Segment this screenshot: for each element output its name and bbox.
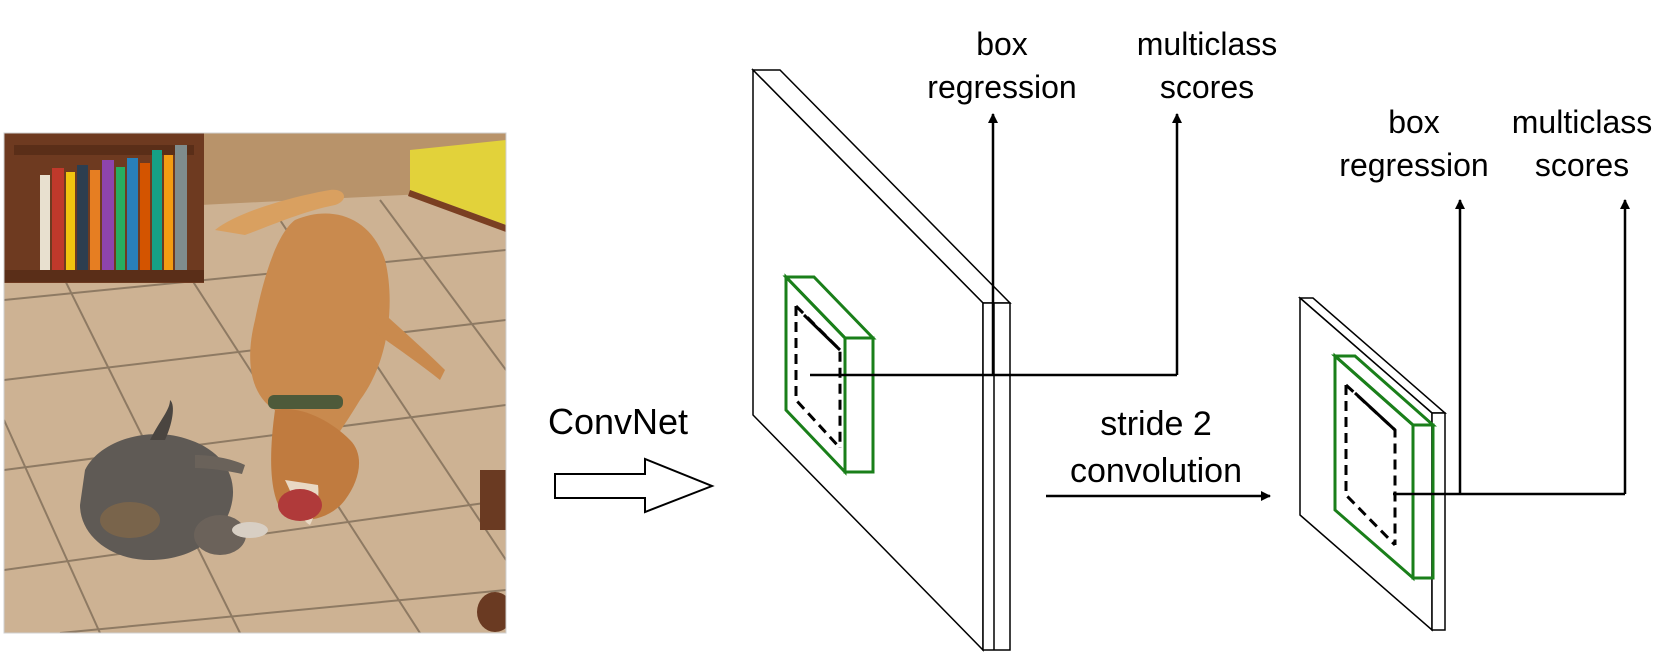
convnet-label: ConvNet <box>548 401 688 442</box>
level1-scores-label-line2: scores <box>1160 69 1254 105</box>
stride-label-line2: convolution <box>1070 452 1242 490</box>
bookshelf <box>4 133 204 283</box>
level2-box-label-line2: regression <box>1339 147 1488 183</box>
level1-box-label-line2: regression <box>927 69 1076 105</box>
anchor-box-2 <box>1331 352 1437 582</box>
default-box-1-edge <box>802 313 842 352</box>
yellow-cushion <box>410 140 506 225</box>
level1-scores-label-line1: multiclass <box>1137 26 1277 62</box>
convnet-arrow <box>554 457 715 514</box>
level1-connections <box>810 113 1182 377</box>
feature-map-2 <box>1297 296 1448 632</box>
level2-scores-label-line2: scores <box>1535 147 1629 183</box>
level2-scores-label-line1: multiclass <box>1512 104 1652 140</box>
dog <box>215 189 445 525</box>
level1-box-label-line1: box <box>976 26 1028 62</box>
feature-map-1 <box>751 68 1012 652</box>
default-box-2-edge <box>1353 391 1397 432</box>
anchor-box-1 <box>782 273 877 476</box>
stride-label-line1: stride 2 <box>1100 405 1212 443</box>
level2-box-label-line1: box <box>1388 104 1440 140</box>
input-photo <box>4 133 506 633</box>
level2-connections <box>1393 199 1630 496</box>
cat <box>80 400 268 560</box>
